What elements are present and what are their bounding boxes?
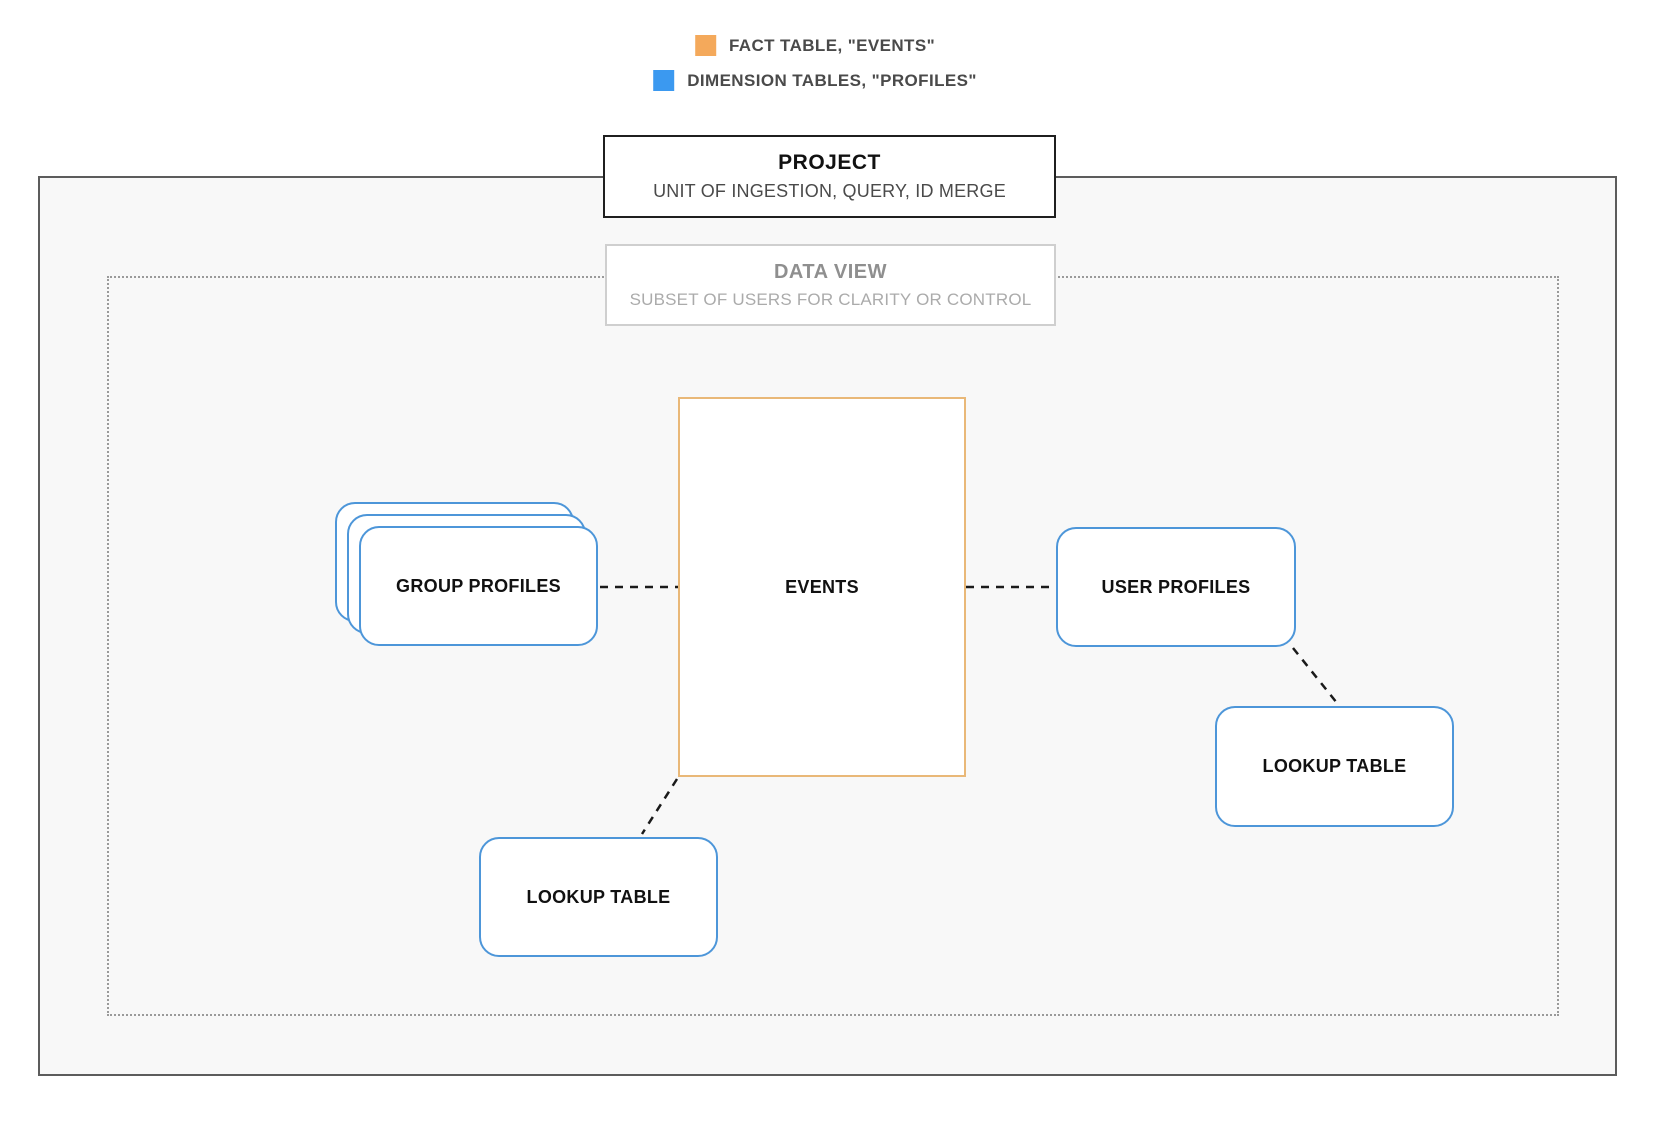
node-user-profiles-label: USER PROFILES	[1101, 576, 1251, 597]
data-view-box: DATA VIEW SUBSET OF USERS FOR CLARITY OR…	[605, 244, 1056, 326]
project-title: PROJECT	[778, 151, 881, 174]
node-lookup-table-right-label: LOOKUP TABLE	[1262, 756, 1407, 776]
legend-label-dimension-tables: DIMENSION TABLES, "PROFILES"	[687, 70, 977, 90]
data-view-subtitle: SUBSET OF USERS FOR CLARITY OR CONTROL	[629, 289, 1032, 309]
project-subtitle: UNIT OF INGESTION, QUERY, ID MERGE	[653, 181, 1006, 201]
legend: FACT TABLE, "EVENTS" DIMENSION TABLES, "…	[653, 35, 977, 91]
legend-item-dimension-tables: DIMENSION TABLES, "PROFILES"	[653, 70, 977, 91]
node-lookup-table-left-label: LOOKUP TABLE	[526, 886, 671, 907]
node-lookup-table-left: LOOKUP TABLE	[479, 837, 718, 957]
dimension-tables-color-swatch-icon	[653, 70, 675, 91]
legend-label-fact-table: FACT TABLE, "EVENTS"	[728, 35, 936, 55]
node-events-label: EVENTS	[785, 576, 859, 597]
node-lookup-table-right: LOOKUP TABLE	[1215, 706, 1454, 827]
project-box: PROJECT UNIT OF INGESTION, QUERY, ID MER…	[603, 135, 1056, 218]
node-group-profiles: GROUP PROFILES	[359, 526, 598, 646]
node-group-profiles-label: GROUP PROFILES	[396, 575, 561, 596]
fact-table-color-swatch-icon	[694, 35, 716, 56]
data-view-title: DATA VIEW	[773, 260, 887, 283]
legend-item-fact-table: FACT TABLE, "EVENTS"	[694, 35, 936, 56]
node-events: EVENTS	[678, 397, 966, 777]
node-user-profiles: USER PROFILES	[1056, 527, 1296, 647]
